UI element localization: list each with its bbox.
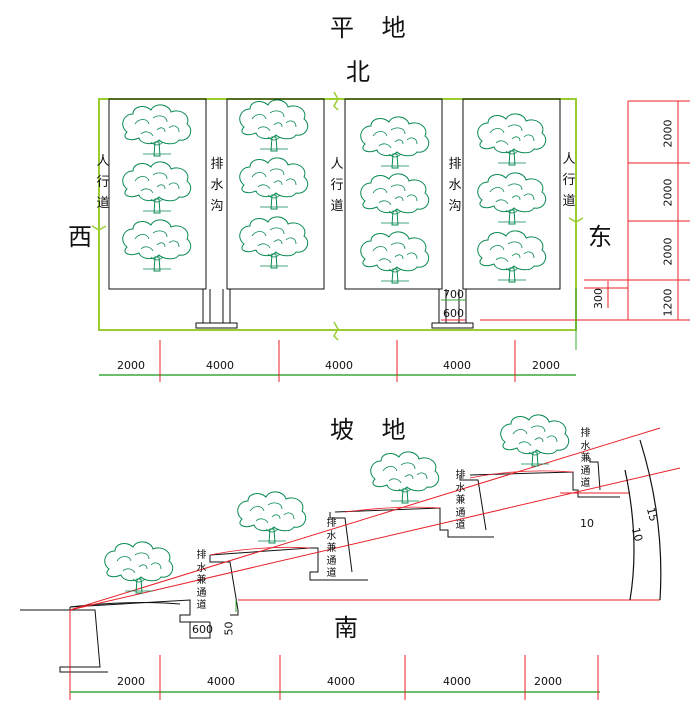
- vdim-4: 1200: [661, 288, 675, 317]
- dim-300: 300: [592, 288, 605, 309]
- hdim-plan-3: 4000: [325, 359, 353, 372]
- sidewalk-label-east: 人行道: [562, 152, 576, 209]
- dim-700: 700: [443, 288, 464, 301]
- vdim-1: 2000: [661, 119, 675, 148]
- plan-title: 平 地: [330, 14, 416, 42]
- sidewalk-label-west: 人行道: [96, 154, 110, 211]
- slope-title: 坡 地: [330, 416, 416, 444]
- dim-600-plan: 600: [443, 307, 464, 320]
- hdim-plan-2: 4000: [206, 359, 234, 372]
- hdim-plan-5: 2000: [532, 359, 560, 372]
- north-label: 北: [346, 58, 370, 86]
- south-label: 南: [334, 614, 358, 642]
- dim-600-section: 600: [192, 623, 213, 636]
- vdim-2: 2000: [661, 178, 675, 207]
- hdim-sec-4: 4000: [443, 675, 471, 688]
- hdim-sec-3: 4000: [327, 675, 355, 688]
- drain-label-2: 排水沟: [448, 157, 462, 214]
- drain-path-label-2: 排水兼通道: [326, 518, 337, 579]
- west-label: 西: [68, 223, 92, 251]
- dim-50: 50: [222, 621, 236, 636]
- drain-path-label-1: 排水兼通道: [196, 550, 207, 611]
- drain-path-label-3: 排水兼通道: [455, 470, 466, 531]
- hdim-plan-4: 4000: [443, 359, 471, 372]
- hdim-sec-2: 4000: [207, 675, 235, 688]
- east-label: 东: [588, 223, 612, 251]
- drain-path-label-4: 排水兼通道: [580, 428, 591, 489]
- hdim-plan-1: 2000: [117, 359, 145, 372]
- drain-label-1: 排水沟: [210, 157, 224, 214]
- sidewalk-label-center: 人行道: [330, 157, 344, 214]
- hdim-sec-1: 2000: [117, 675, 145, 688]
- vdim-3: 2000: [661, 237, 675, 266]
- hdim-sec-5: 2000: [534, 675, 562, 688]
- dim-10: 10: [580, 517, 594, 530]
